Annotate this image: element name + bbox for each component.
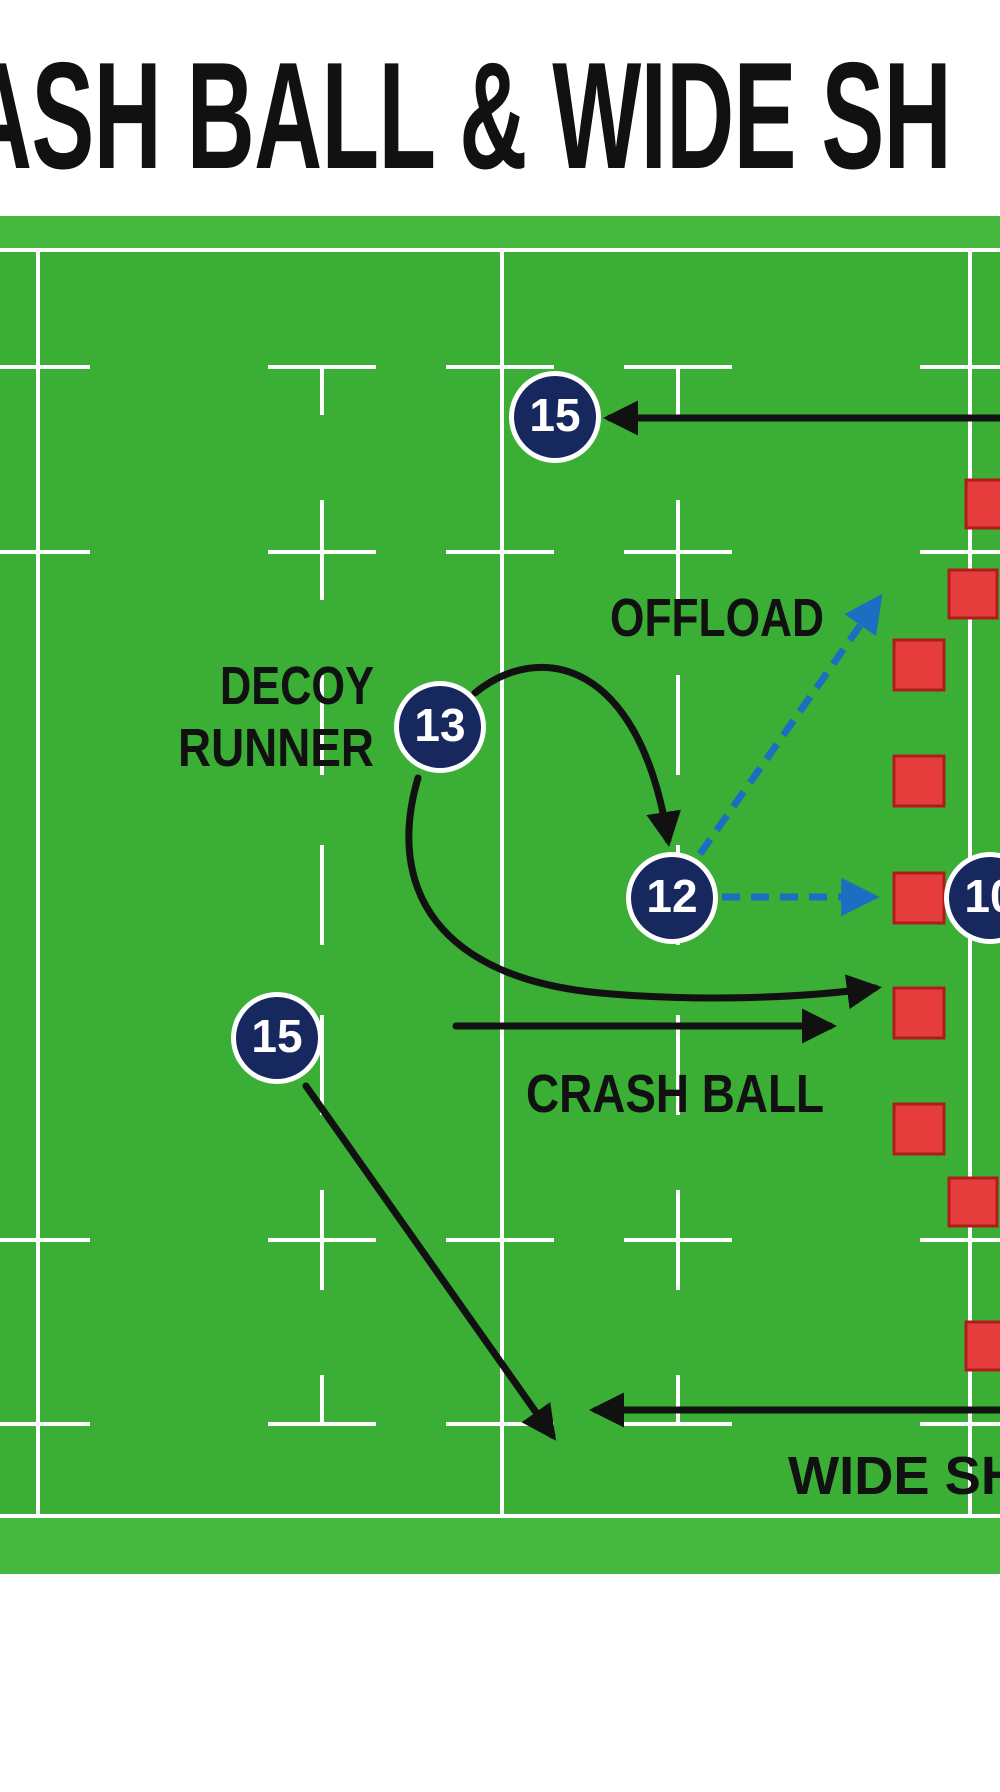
- player-number: 12: [646, 870, 697, 922]
- player-15-bottom: 15: [231, 992, 323, 1084]
- decoy-runner-label-line1: DECOY: [220, 656, 374, 716]
- wide-shift-label: WIDE SH: [788, 1446, 1000, 1506]
- defender-marker: [892, 871, 946, 925]
- defensive-line: [892, 478, 1000, 1372]
- fullback-diagonal-arrow: [302, 1082, 557, 1441]
- defender-marker: [892, 638, 946, 692]
- player-10-partial: 10: [944, 852, 1000, 944]
- player-number: 15: [251, 1010, 302, 1062]
- player-13: 13: [394, 681, 486, 773]
- field-markings: [0, 365, 1000, 1426]
- diagram-title: ASH BALL & WIDE SH: [0, 31, 952, 201]
- defender-marker: [892, 986, 946, 1040]
- offload-label: OFFLOAD: [610, 588, 824, 648]
- player-12: 12: [626, 852, 718, 944]
- defender-marker: [947, 1176, 999, 1228]
- offload-pass-arrow: [697, 593, 883, 857]
- defender-marker: [892, 754, 946, 808]
- decoy-loop-arrow: [471, 663, 681, 847]
- decoy-sweep-arrow: [405, 774, 882, 1010]
- crash-ball-label: CRASH BALL: [526, 1064, 824, 1124]
- player-15-top: 15: [509, 371, 601, 463]
- defender-marker: [892, 1102, 946, 1156]
- defender-marker: [964, 1320, 1000, 1372]
- decoy-runner-label-line2: RUNNER: [178, 718, 374, 778]
- defender-marker: [964, 478, 1000, 530]
- player-number: 10: [964, 870, 1000, 922]
- player-number: 15: [529, 389, 580, 441]
- defender-marker: [947, 568, 999, 620]
- player-number: 13: [414, 699, 465, 751]
